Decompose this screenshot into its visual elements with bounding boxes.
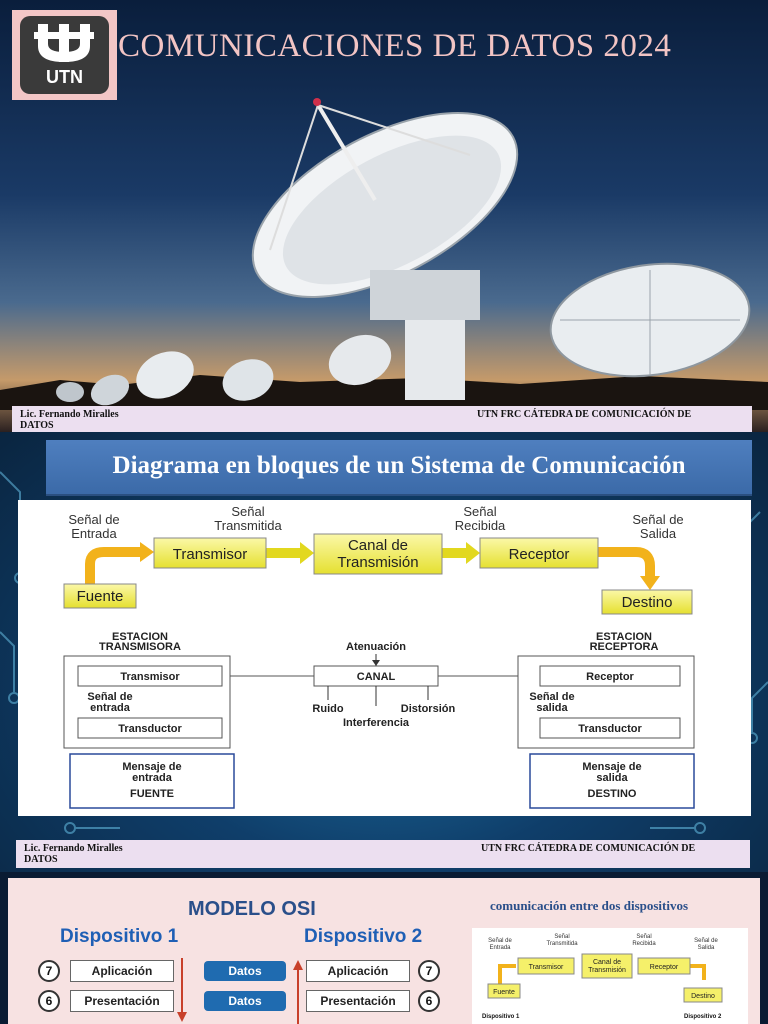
m-canal1-text: Canal de (593, 959, 621, 966)
osi-layer-aplicacion-2: Aplicación (306, 960, 410, 982)
comm-title: comunicación entre dos dispositivos (490, 898, 689, 913)
svg-text:Entrada: Entrada (71, 526, 117, 541)
device1-title: Dispositivo 1 (60, 926, 179, 947)
receptor-block: Receptor (509, 546, 570, 563)
satellite-dish-photo (0, 98, 768, 410)
senal-salida-1: Señal de (529, 691, 574, 703)
osi-panel: MODELO OSI Dispositivo 1 Dispositivo 2 7… (8, 878, 760, 1024)
signal-tx-label-1: Señal (231, 504, 264, 519)
osi-layer-presentacion-2: Presentación (306, 990, 410, 1012)
senal-salida-2: salida (536, 702, 568, 714)
osi-layer-aplicacion-1: Aplicación (70, 960, 174, 982)
osi-title: MODELO OSI (188, 898, 316, 920)
atenuacion-label: Atenuación (346, 641, 406, 653)
senal-entrada-2: entrada (90, 702, 131, 714)
slide-title: Diagrama en bloques de un Sistema de Com… (112, 452, 686, 479)
layer-number: 6 (38, 990, 60, 1012)
bottom-receptor: Receptor (586, 671, 634, 683)
ruido-label: Ruido (312, 703, 343, 715)
svg-text:Salida: Salida (640, 526, 677, 541)
transductor-rx: Transductor (578, 723, 642, 735)
down-arrow-icon (177, 958, 187, 1022)
m-transmisor-text: Transmisor (529, 964, 564, 971)
utn-logo: UTN (12, 10, 117, 100)
signal-in-label-1: Señal de (68, 512, 119, 527)
m-receptor-text: Receptor (650, 964, 679, 971)
slide-footer: Lic. Fernando Miralles DATOS UTN FRC CÁT… (12, 406, 752, 432)
m-rx1-text: Señal (636, 934, 651, 940)
distorsion-label: Distorsión (401, 703, 456, 715)
svg-text:Transmitida: Transmitida (214, 518, 282, 533)
svg-text:Señal de: Señal de (68, 512, 119, 527)
footer-author: Lic. Fernando Miralles DATOS (24, 843, 123, 865)
canal-block-2: Transmisión (337, 554, 418, 571)
senal-entrada-1: Señal de (87, 691, 132, 703)
osi-slide: MODELO OSI Dispositivo 1 Dispositivo 2 7… (0, 872, 768, 1024)
mensaje-entrada-1: Mensaje de (122, 761, 181, 773)
layer-number: 6 (418, 990, 440, 1012)
footer-author: Lic. Fernando Miralles DATOS (20, 409, 119, 431)
svg-text:Señal: Señal (463, 504, 496, 519)
interferencia-label: Interferencia (343, 717, 410, 729)
canal-bottom: CANAL (357, 671, 396, 683)
signal-rx-label-1: Señal (463, 504, 496, 519)
transmisor-block: Transmisor (173, 546, 247, 563)
m-dev1-text: Dispositivo 1 (482, 1014, 520, 1020)
svg-text:Señal: Señal (231, 504, 264, 519)
station-tx-label-1: ESTACION (112, 631, 168, 643)
layer-number: 7 (38, 960, 60, 982)
m-tx1-text: Señal (554, 934, 569, 940)
signal-out-label-2: Salida (640, 526, 677, 541)
title-slide: UTN COMUNICACIONES DE DATOS 2024 Lic. Fe… (0, 0, 768, 432)
slide-footer: Lic. Fernando Miralles DATOS UTN FRC CÁT… (16, 840, 750, 868)
mensaje-salida-2: salida (596, 772, 628, 784)
transductor-tx: Transductor (118, 723, 182, 735)
station-rx-label-1: ESTACION (596, 631, 652, 643)
block-diagram-slide: Diagrama en bloques de un Sistema de Com… (0, 432, 768, 872)
osi-layer-presentacion-1: Presentación (70, 990, 174, 1012)
page-title: COMUNICACIONES DE DATOS 2024 (118, 28, 672, 64)
utn-emblem-icon (34, 24, 94, 62)
datos-badge: Datos (204, 961, 286, 981)
layer-number: 7 (418, 960, 440, 982)
m-fuente-text: Fuente (493, 989, 515, 996)
bottom-transmisor: Transmisor (120, 671, 180, 683)
svg-text:Recibida: Recibida (455, 518, 506, 533)
m-canal2-text: Transmisión (588, 967, 626, 974)
station-tx-label-2: TRANSMISORA (99, 641, 181, 653)
signal-tx-label-2: Transmitida (214, 518, 282, 533)
m-out2-text: Salida (698, 945, 715, 951)
device2-title: Dispositivo 2 (304, 926, 423, 947)
datos-badge: Datos (204, 991, 286, 1011)
fuente-block: Fuente (77, 588, 124, 605)
signal-out-label-1: Señal de (632, 512, 683, 527)
m-out1-text: Señal de (694, 938, 718, 944)
m-tx2-text: Transmitida (546, 941, 578, 947)
m-in1-text: Señal de (488, 938, 512, 944)
mensaje-entrada-2: entrada (132, 772, 173, 784)
m-in2-text: Entrada (489, 945, 511, 951)
footer-chair: UTN FRC CÁTEDRA DE COMUNICACIÓN DE (481, 843, 696, 854)
station-rx-label-2: RECEPTORA (590, 641, 659, 653)
m-dev2-text: Dispositivo 2 (684, 1014, 722, 1020)
footer-chair: UTN FRC CÁTEDRA DE COMUNICACIÓN DE (477, 409, 692, 420)
destino-bottom: DESTINO (588, 788, 637, 800)
fuente-bottom: FUENTE (130, 788, 174, 800)
signal-in-label-2: Entrada (71, 526, 117, 541)
signal-rx-label-2: Recibida (455, 518, 506, 533)
m-rx2-text: Recibida (632, 941, 656, 947)
destino-block: Destino (622, 594, 673, 611)
mensaje-salida-1: Mensaje de (582, 761, 641, 773)
block-diagram: Señal de Entrada Señal Transmitida Señal… (18, 500, 751, 816)
up-arrow-icon (293, 960, 303, 1024)
canal-block-1: Canal de (348, 537, 408, 554)
svg-text:Señal de: Señal de (632, 512, 683, 527)
slide-title-bar: Diagrama en bloques de un Sistema de Com… (46, 440, 752, 496)
logo-text: UTN (46, 67, 83, 87)
m-destino-text: Destino (691, 993, 715, 1000)
